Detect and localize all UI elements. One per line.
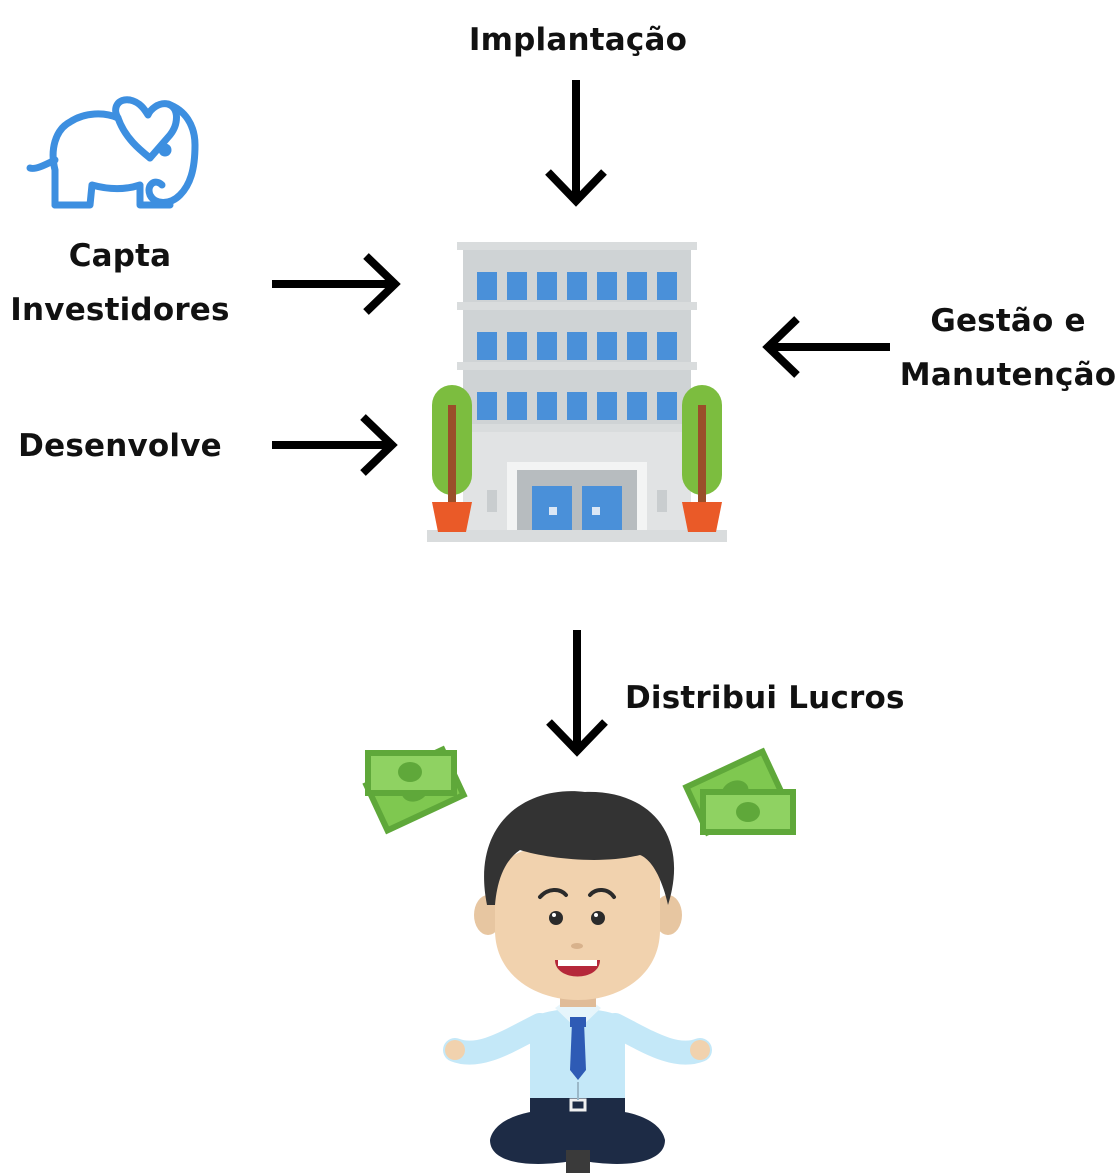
happy-investor-icon bbox=[443, 791, 712, 1173]
arrow-desenvolve-right bbox=[272, 414, 398, 476]
arrow-distribui-down bbox=[546, 630, 608, 757]
arrow-implantacao-down bbox=[545, 80, 607, 207]
label-gestao: Gestão e Manutenção bbox=[898, 295, 1118, 401]
label-gestao-line1: Gestão e bbox=[930, 303, 1086, 339]
arrow-gestao-left bbox=[762, 316, 890, 378]
label-gestao-line2: Manutenção bbox=[899, 357, 1117, 393]
label-desenvolve: Desenvolve bbox=[18, 428, 222, 464]
elephant-icon bbox=[26, 96, 199, 209]
money-bills-icon bbox=[682, 747, 796, 837]
office-building-icon bbox=[427, 242, 727, 542]
arrow-capta-right bbox=[272, 253, 401, 315]
label-capta-line2: Investidores bbox=[10, 292, 230, 328]
label-capta: Capta Investidores bbox=[5, 230, 235, 336]
label-distribui-lucros: Distribui Lucros bbox=[625, 680, 905, 716]
label-implantacao: Implantação bbox=[468, 22, 688, 58]
money-bills-icon bbox=[362, 745, 468, 835]
label-capta-line1: Capta bbox=[68, 238, 172, 274]
